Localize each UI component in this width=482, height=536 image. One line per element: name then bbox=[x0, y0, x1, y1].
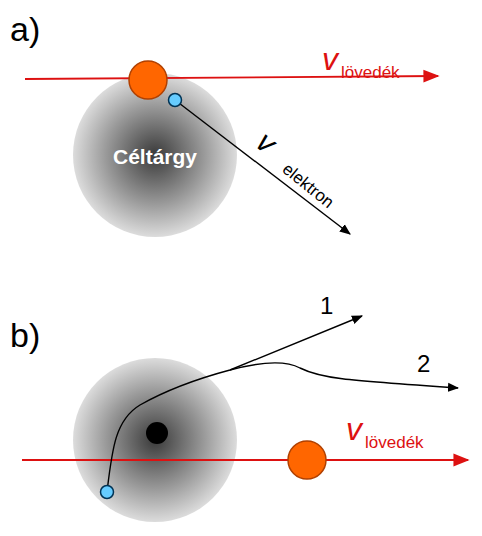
target-disc bbox=[73, 73, 237, 237]
part-label: b) bbox=[10, 318, 40, 352]
projectile bbox=[288, 441, 326, 479]
electron-trajectory bbox=[107, 316, 362, 492]
target-label: Céltárgy bbox=[113, 145, 197, 169]
trajectory-number: 1 bbox=[320, 294, 333, 318]
velocity-subscript: lövedék bbox=[365, 434, 424, 451]
velocity-subscript: lövedék bbox=[341, 64, 400, 81]
nucleus-dot bbox=[146, 422, 168, 444]
trajectory-number: 2 bbox=[417, 352, 430, 376]
velocity-symbol: v bbox=[322, 43, 338, 75]
velocity-symbol: v bbox=[346, 413, 362, 445]
projectile-path bbox=[22, 459, 468, 461]
part-label: a) bbox=[10, 12, 40, 46]
electron bbox=[101, 486, 114, 499]
target-circle bbox=[73, 358, 237, 522]
velocity-subscript: elektron bbox=[279, 160, 337, 211]
velocity-symbol: v bbox=[251, 126, 282, 159]
target-circle: Céltárgy bbox=[73, 73, 237, 237]
